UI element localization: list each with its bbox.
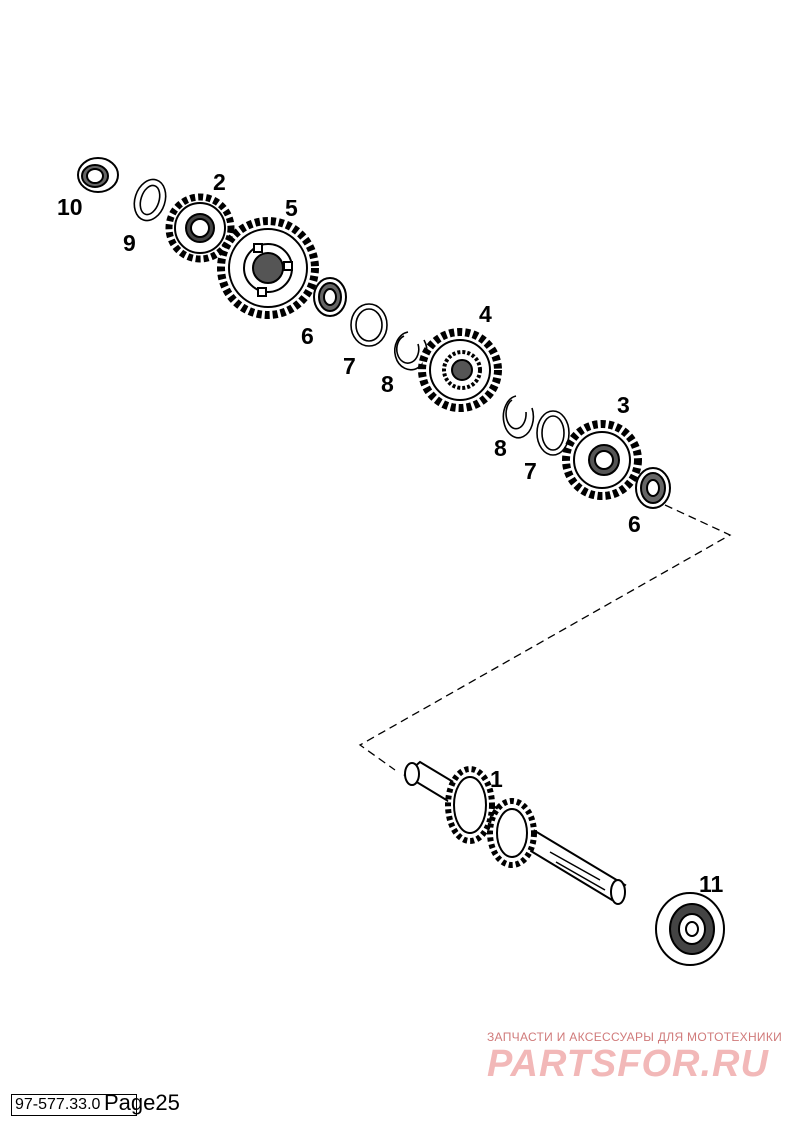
- part-5-gear: [217, 217, 319, 319]
- callout-7-lower: 7: [524, 458, 537, 484]
- part-8-circlip-upper: [394, 331, 428, 371]
- drawing-number: 97-577.33.0: [11, 1094, 137, 1116]
- watermark-caption: ЗАПЧАСТИ И АКСЕССУАРЫ ДЛЯ МОТОТЕХНИКИ: [487, 1030, 783, 1044]
- part-10-needle-bearing: [77, 157, 119, 193]
- part-2-gear: [165, 193, 235, 263]
- callout-6-lower: 6: [628, 511, 641, 537]
- callout-9: 9: [123, 230, 136, 256]
- callout-8-lower: 8: [494, 435, 507, 461]
- callout-10: 10: [57, 194, 83, 220]
- part-6-needle-bearing-upper: [313, 277, 347, 317]
- part-7-washer-lower: [536, 410, 570, 456]
- callout-8-upper: 8: [381, 371, 394, 397]
- assembly-dashed-line: [358, 504, 732, 771]
- part-9-washer: [133, 178, 167, 222]
- callout-3: 3: [617, 392, 630, 418]
- callout-4: 4: [479, 301, 492, 327]
- callout-11: 11: [699, 871, 724, 897]
- part-8-circlip-lower: [502, 395, 535, 439]
- part-4-gear: [418, 328, 502, 412]
- part-1-shaft: [403, 760, 627, 905]
- callout-6-upper: 6: [301, 323, 314, 349]
- callout-5: 5: [285, 195, 298, 221]
- part-7-washer-upper: [350, 303, 388, 347]
- callout-7-upper: 7: [343, 353, 356, 379]
- callout-1: 1: [490, 766, 503, 792]
- watermark-logo: PARTSFOR.RU: [487, 1043, 769, 1085]
- page-number: Page25: [104, 1090, 180, 1115]
- callout-2: 2: [213, 169, 226, 195]
- part-11-ball-bearing: [655, 892, 725, 966]
- part-3-gear: [562, 420, 642, 500]
- part-6-needle-bearing-lower: [635, 467, 671, 509]
